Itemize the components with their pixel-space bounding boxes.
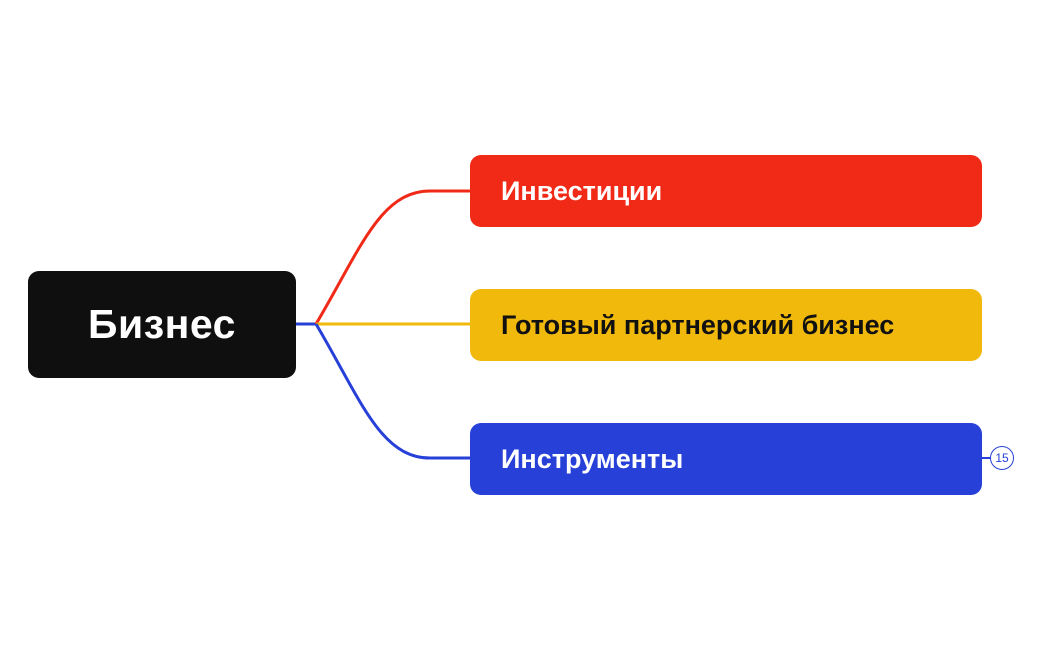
child-node-label: Инвестиции bbox=[501, 175, 663, 206]
child-node-investments[interactable]: Инвестиции bbox=[470, 155, 982, 227]
root-node-label: Бизнес bbox=[88, 301, 236, 347]
collapsed-count: 15 bbox=[995, 451, 1009, 465]
child-node-label: Инструменты bbox=[501, 443, 684, 474]
collapsed-count-badge[interactable]: 15 bbox=[990, 446, 1014, 470]
child-node-label: Готовый партнерский бизнес bbox=[501, 309, 895, 340]
child-node-tools[interactable]: Инструменты bbox=[470, 423, 982, 495]
child-node-partner-business[interactable]: Готовый партнерский бизнес bbox=[470, 289, 982, 361]
root-node[interactable]: Бизнес bbox=[28, 271, 296, 378]
